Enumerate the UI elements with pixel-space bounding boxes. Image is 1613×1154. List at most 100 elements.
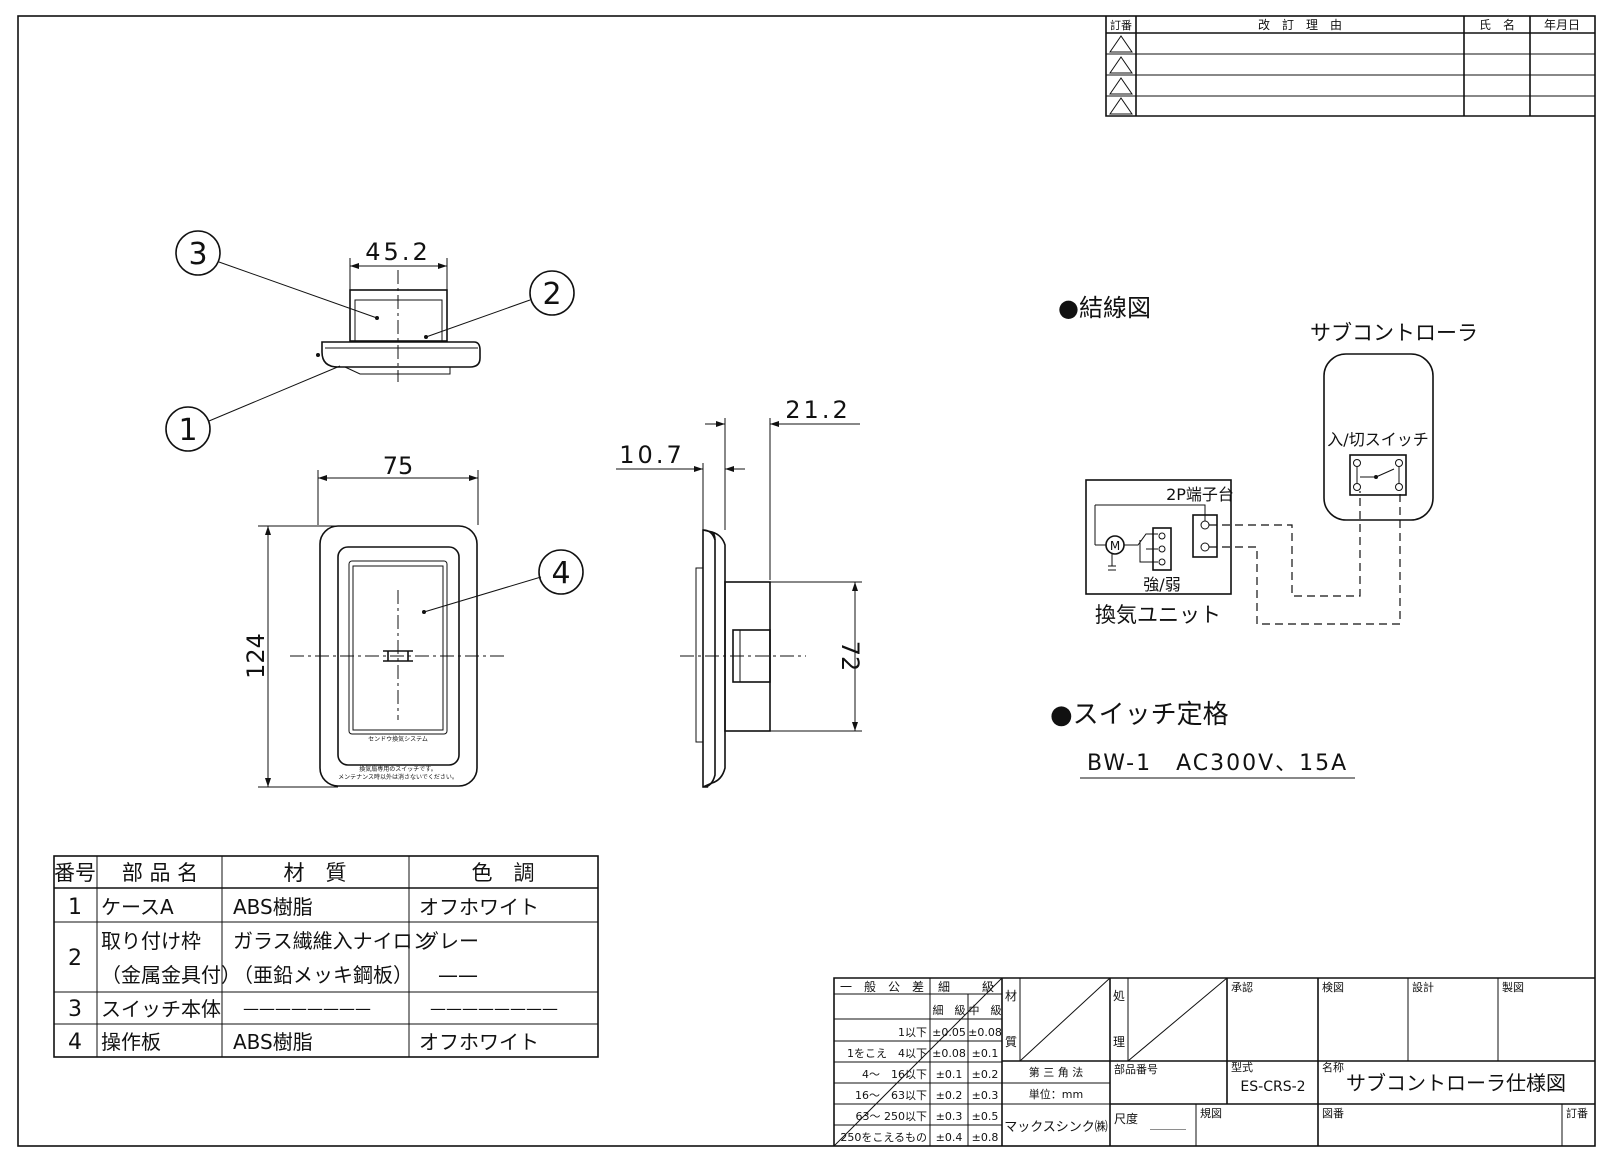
vent-unit-label: 換気ユニット <box>1095 603 1221 627</box>
tol-fine-2: ±0.08 <box>932 1047 966 1060</box>
tol-mid-1: ±0.08 <box>968 1026 1002 1039</box>
design-label: 設計 <box>1412 980 1434 994</box>
part-3-color: ———————— <box>430 999 558 1018</box>
tol-range-5: 63〜 250以下 <box>856 1110 928 1123</box>
parts-header-name: 部 品 名 <box>122 861 198 885</box>
dim-124: 124 <box>242 633 270 679</box>
part-2-color-1: グレー <box>419 929 479 953</box>
dim-75: 75 <box>383 452 414 480</box>
tol-range-4: 16〜 63以下 <box>855 1089 927 1102</box>
company-label: マックスシンク㈱ <box>1004 1120 1108 1135</box>
tolerance-header: 一 般 公 差 <box>840 979 924 994</box>
part-1-no: 1 <box>68 895 82 920</box>
parts-header-material: 材 質 <box>284 861 347 885</box>
part-4-no: 4 <box>68 1030 82 1055</box>
part-2-name-2: （金属金具付） <box>101 963 241 987</box>
part-2-color-2: —— <box>438 963 478 987</box>
revision-header-name: 氏 名 <box>1479 17 1515 32</box>
name-label: 名称 <box>1322 1060 1344 1074</box>
model-value: ES-CRS-2 <box>1240 1079 1305 1095</box>
revision-table: 訂番 改 訂 理 由 氏 名 年月日 <box>1105 16 1595 117</box>
tol-mid-4: ±0.3 <box>972 1089 999 1102</box>
wiring-diagram: ●結線図 サブコントローラ 入/切スイッチ 2P端子台 M 強/弱 換気ユニット <box>1058 294 1478 627</box>
dim-45-2: 45.2 <box>365 238 430 266</box>
tolerance-fine-label: 細 <box>938 980 950 994</box>
part-2-material-1: ガラス繊維入ナイロン <box>233 929 433 953</box>
part-no-label: 部品番号 <box>1114 1062 1158 1076</box>
tolerance-mid-grade: 中 級 <box>969 1004 1002 1017</box>
dim-72: 72 <box>836 641 864 672</box>
rating-value: BW-1 AC300V、15A <box>1087 751 1348 776</box>
top-view: 45.2 3 2 1 <box>165 230 575 452</box>
part-4-material: ABS樹脂 <box>233 1030 313 1054</box>
callout-2: 2 <box>542 277 561 312</box>
unit-label: 単位：mm <box>1029 1087 1083 1101</box>
main-view: 75 124 4 センドウ換気システム 換気扇専用のスイッチです。 メンテナンス… <box>242 452 584 788</box>
treatment-label-2: 理 <box>1113 1035 1125 1049</box>
tol-fine-6: ±0.4 <box>936 1131 963 1144</box>
part-2-material-2: （亜鉛メッキ鋼板） <box>233 963 413 987</box>
format-label: 規図 <box>1200 1106 1222 1120</box>
motor-label: M <box>1110 539 1120 553</box>
sub-controller-label: サブコントローラ <box>1310 321 1478 345</box>
dim-10-7: 10.7 <box>619 441 684 469</box>
part-2-name-1: 取り付け枠 <box>101 929 201 953</box>
sheet-border <box>17 15 1596 1147</box>
projection-label: 第 三 角 法 <box>1029 1065 1084 1079</box>
part-1-name: ケースA <box>101 895 174 919</box>
tol-range-2: 1をこえ 4以下 <box>847 1047 927 1060</box>
tol-mid-3: ±0.2 <box>972 1068 999 1081</box>
model-label: 型式 <box>1231 1060 1253 1074</box>
revision-header-date: 年月日 <box>1544 18 1580 32</box>
part-2-no: 2 <box>68 946 82 971</box>
parts-header-color: 色 調 <box>472 861 535 885</box>
revision-no-label: 訂番 <box>1566 1106 1588 1120</box>
tol-fine-5: ±0.3 <box>936 1110 963 1123</box>
revision-header-reason: 改 訂 理 由 <box>1258 17 1342 32</box>
inspection-label: 検図 <box>1322 980 1344 994</box>
wiring-title: ●結線図 <box>1058 294 1151 322</box>
title-block: 一 般 公 差 細 級 細 級 中 級 1以下 ±0.05 ±0.08 1をこえ… <box>833 977 1595 1147</box>
part-1-material: ABS樹脂 <box>233 895 313 919</box>
scale-value: ＿＿＿ <box>1150 1117 1186 1131</box>
dim-21-2: 21.2 <box>785 396 850 424</box>
drawing-name: サブコントローラ仕様図 <box>1346 1071 1566 1095</box>
part-4-name: 操作板 <box>101 1030 161 1054</box>
switch-label-top: センドウ換気システム <box>368 735 428 743</box>
callout-1: 1 <box>178 413 197 448</box>
tol-fine-1: ±0.05 <box>932 1026 966 1039</box>
strength-label: 強/弱 <box>1143 575 1180 594</box>
approval-label: 承認 <box>1231 980 1253 994</box>
parts-table: 番号 部 品 名 材 質 色 調 1 ケースA ABS樹脂 オフホワイト 2 取… <box>53 855 599 1058</box>
callout-3: 3 <box>188 237 207 272</box>
callout-4: 4 <box>551 556 570 591</box>
tol-mid-6: ±0.8 <box>972 1131 999 1144</box>
part-3-material: ———————— <box>243 999 371 1018</box>
part-1-color: オフホワイト <box>419 895 539 919</box>
revision-header-no: 訂番 <box>1110 18 1132 32</box>
treatment-label: 処 <box>1113 989 1125 1003</box>
drawing-no-label: 図番 <box>1322 1107 1344 1120</box>
switch-label-bottom-1: 換気扇専用のスイッチです。 <box>359 765 436 773</box>
scale-label: 尺度 <box>1114 1111 1138 1126</box>
parts-header-no: 番号 <box>54 861 96 885</box>
terminal-label: 2P端子台 <box>1166 485 1234 504</box>
switch-rating: ●スイッチ定格 BW-1 AC300V、15A <box>1050 700 1355 779</box>
drafting-label: 製図 <box>1502 980 1524 994</box>
tol-mid-5: ±0.5 <box>972 1110 999 1123</box>
switch-onoff-label: 入/切スイッチ <box>1327 430 1428 449</box>
tol-range-1: 1以下 <box>898 1026 927 1039</box>
material-label-2: 質 <box>1005 1034 1017 1049</box>
part-4-color: オフホワイト <box>419 1030 539 1054</box>
part-3-name: スイッチ本体 <box>101 997 221 1021</box>
side-view: 21.2 10.7 72 <box>616 396 864 788</box>
tol-range-3: 4〜 16以下 <box>862 1068 927 1081</box>
tolerance-grade-label: 級 <box>982 980 994 994</box>
tol-range-6: 250をこえるもの <box>840 1131 927 1144</box>
tol-mid-2: ±0.1 <box>972 1047 999 1060</box>
tol-fine-4: ±0.2 <box>936 1089 963 1102</box>
switch-label-bottom-2: メンテナンス時以外は消さないでください。 <box>338 773 458 781</box>
rating-title: ●スイッチ定格 <box>1050 700 1229 730</box>
tol-fine-3: ±0.1 <box>936 1068 963 1081</box>
